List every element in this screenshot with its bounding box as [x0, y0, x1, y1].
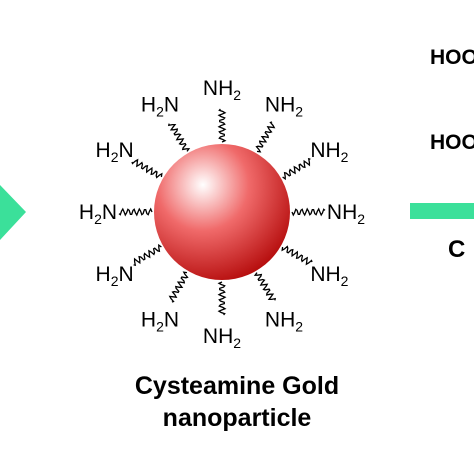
left-arrow-head [0, 185, 26, 240]
ligand-chain [131, 158, 163, 179]
ligand-chains [118, 108, 326, 316]
gold-nanoparticle-sphere [154, 144, 290, 280]
ligand-label: NH2 [327, 201, 365, 227]
caption-line-1: Cysteamine Gold [134, 372, 340, 400]
ligand-label: H2N [141, 308, 179, 334]
ligand-chain [168, 271, 189, 303]
ligand-label: NH2 [203, 325, 241, 351]
ligand-label: NH2 [203, 77, 241, 103]
ligand-label: H2N [96, 139, 134, 165]
right-arrow-bar [410, 203, 474, 219]
right-fragment-bottom: C [448, 236, 465, 263]
ligand-chain [217, 281, 227, 316]
ligand-label: NH2 [310, 139, 348, 165]
ligand-chain [118, 207, 153, 217]
ligand-chain [282, 157, 311, 181]
ligand-label: NH2 [265, 308, 303, 334]
ligand-chain [133, 243, 162, 267]
ligand-chain [291, 207, 326, 217]
ligand-label: NH2 [310, 263, 348, 289]
ligand-chain [217, 108, 227, 143]
ligand-label: H2N [96, 263, 134, 289]
caption-line-2: nanoparticle [162, 404, 312, 432]
ligand-chain [255, 121, 276, 153]
ligand-chain [281, 245, 313, 266]
right-fragment-middle: HOO [430, 131, 474, 154]
ligand-label: NH2 [265, 94, 303, 120]
right-fragment-top: HOO [430, 46, 474, 69]
ligand-chain [167, 123, 191, 152]
ligand-label: H2N [141, 94, 179, 120]
ligand-chain [253, 272, 277, 301]
ligand-label: H2N [79, 201, 117, 227]
